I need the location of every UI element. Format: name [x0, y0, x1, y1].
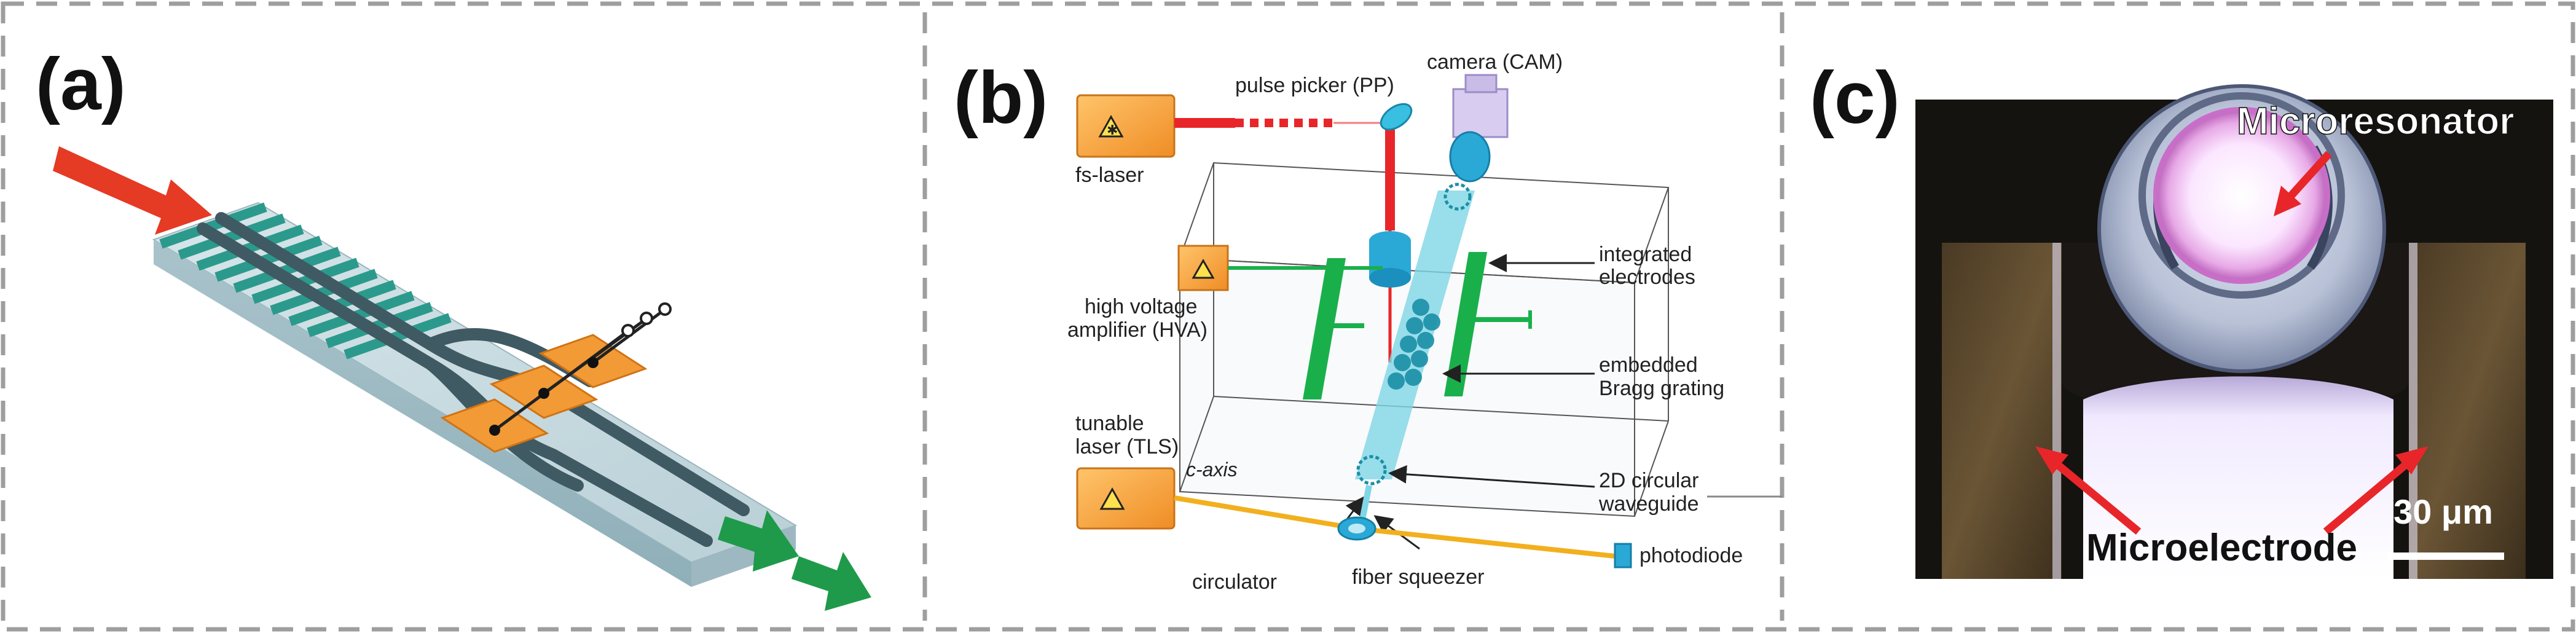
panel-b-label: (b) — [954, 57, 1048, 139]
photodiode-label: photodiode — [1639, 544, 1743, 567]
bragg-label-line2: Bragg grating — [1599, 377, 1724, 400]
grating-stripes — [159, 202, 452, 360]
microelectrode-arrows — [2035, 446, 2429, 535]
waveguide-top-ring — [1443, 183, 1472, 211]
fiber-line — [1174, 495, 1616, 559]
camera-label: camera (CAM) — [1427, 50, 1563, 74]
microresonator-label: Microresonator — [2237, 100, 2514, 143]
input-arrow — [53, 146, 212, 235]
hva-label-line2: amplifier (HVA) — [1067, 318, 1208, 342]
panel-c: Microresonator Microelectrode 30 μm (c) — [1810, 57, 2553, 579]
pulse-picker-label: pulse picker (PP) — [1235, 74, 1394, 97]
waveguide-chip — [152, 202, 798, 587]
c-axis-label: c-axis — [1186, 458, 1238, 481]
bragg-grating — [1388, 299, 1440, 390]
fs-laser-source: ✱ — [1076, 94, 1176, 158]
waveguide-label-line2: waveguide — [1598, 492, 1699, 516]
panel-a: (a) — [36, 43, 871, 611]
tls-label-line1: tunable — [1075, 412, 1144, 435]
photodiode-element — [1614, 543, 1632, 568]
left-electrode-edge — [2052, 243, 2061, 579]
circulator-label: circulator — [1192, 570, 1277, 594]
fiber-squeezer-label: fiber squeezer — [1352, 565, 1484, 589]
tls-source — [1076, 467, 1176, 530]
output-arrows — [718, 510, 871, 611]
green-electrodes — [1228, 252, 1532, 399]
resonator-rim — [2138, 92, 2345, 299]
laser-warning-icon: ✱ — [1107, 122, 1118, 138]
camera-lens — [1449, 131, 1491, 183]
mirror — [1380, 103, 1413, 131]
microelectrode-label: Microelectrode — [2086, 527, 2357, 569]
waveguide-label-line1: 2D circular — [1599, 469, 1698, 492]
microresonator — [2153, 107, 2330, 284]
waveguide-bottom-ring — [1356, 455, 1387, 486]
panel-a-label: (a) — [36, 43, 126, 125]
fs-laser-label: fs-laser — [1075, 163, 1144, 187]
tls-label-line2: laser (TLS) — [1075, 435, 1179, 458]
electrodes-label-line2: electrodes — [1599, 265, 1695, 289]
bottom-bright-region — [2083, 376, 2393, 579]
objective-lens — [1369, 231, 1411, 288]
right-microelectrode — [2409, 243, 2526, 579]
bragg-label-line1: embedded — [1599, 353, 1698, 377]
panel-c-label: (c) — [1810, 57, 1900, 139]
camera — [1452, 74, 1509, 138]
hva-source — [1177, 245, 1229, 291]
electrodes-label-line1: integrated — [1599, 243, 1692, 266]
cyan-waveguide — [1355, 191, 1475, 479]
circulator-element — [1337, 516, 1376, 541]
microresonator-arrow — [2274, 151, 2332, 216]
contact-dots — [489, 302, 672, 436]
fs-beam — [1174, 118, 1395, 363]
scale-bar-label: 30 μm — [2393, 492, 2493, 531]
right-electrode-edge — [2409, 243, 2417, 579]
left-microelectrode — [1942, 243, 2062, 579]
panel-b: (b) ✱ fs-laser pulse picker (PP) — [954, 50, 1782, 594]
hva-label-line1: high voltage — [1085, 295, 1197, 318]
